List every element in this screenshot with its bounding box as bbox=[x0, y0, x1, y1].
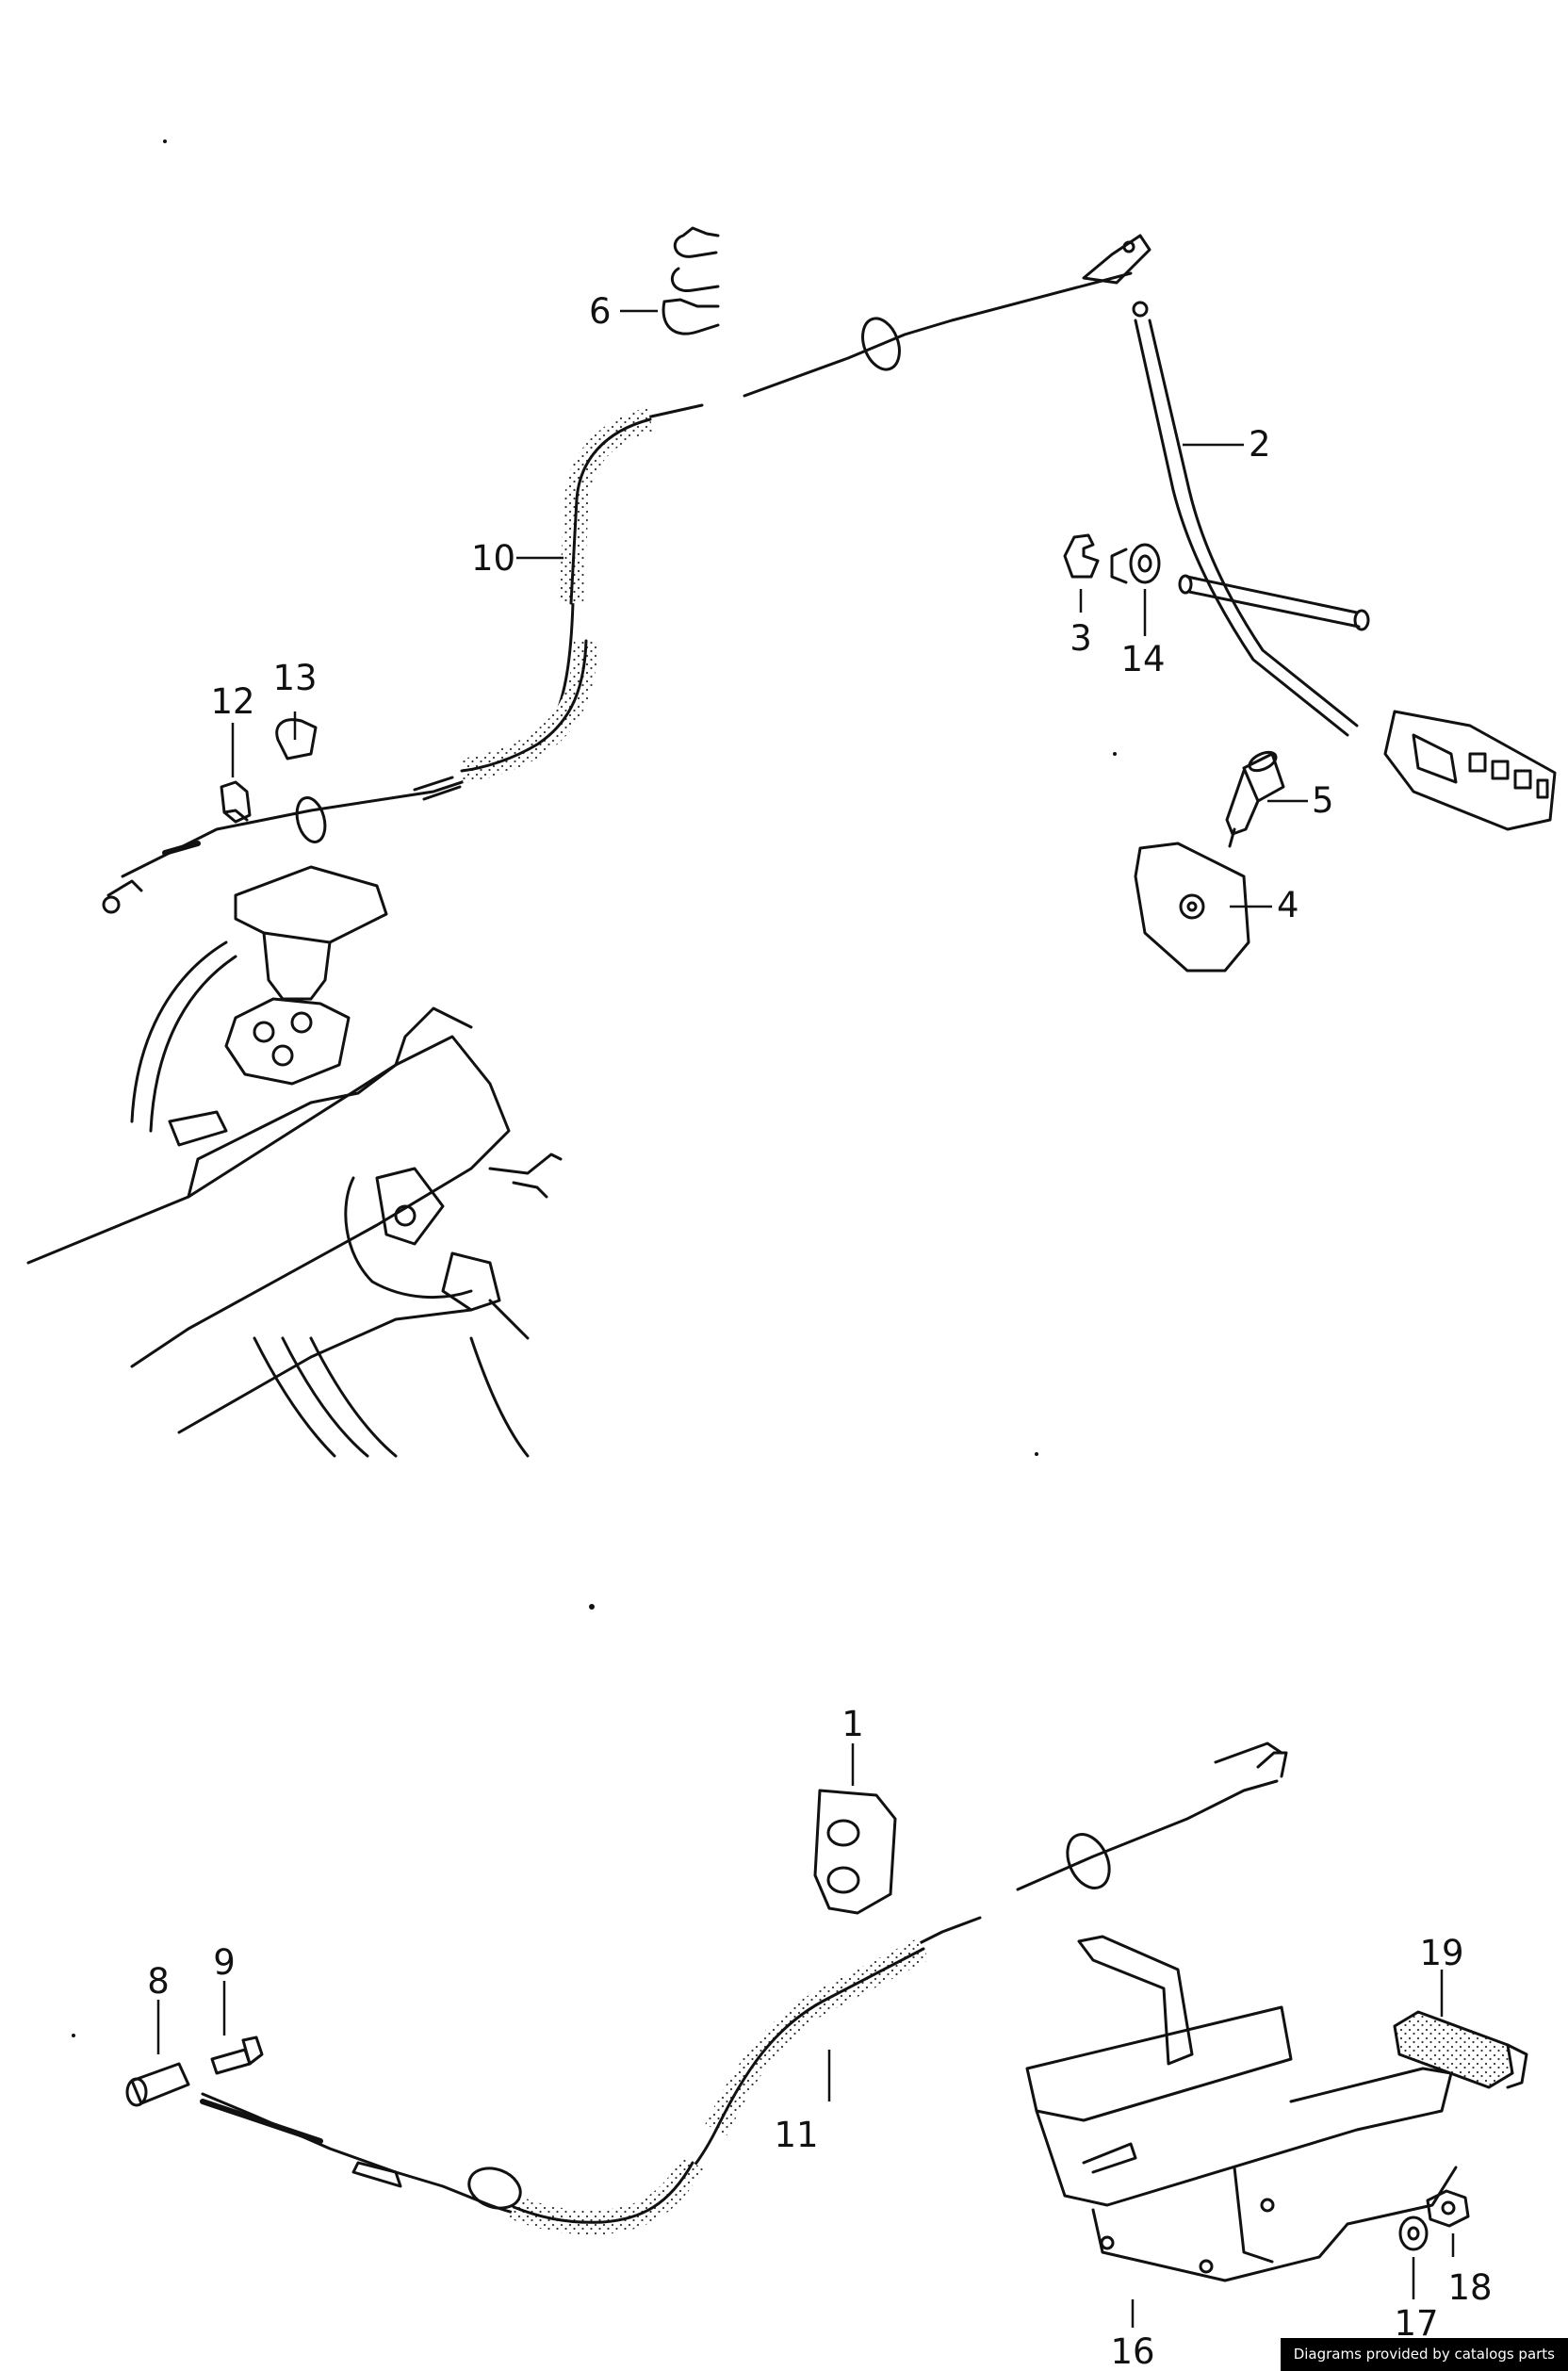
cable-end-eye-lower bbox=[1214, 1741, 1283, 1764]
callout-4: 4 bbox=[1277, 885, 1299, 925]
clip-3 bbox=[1063, 533, 1100, 579]
callout-12: 12 bbox=[210, 681, 254, 722]
callout-1: 1 bbox=[841, 1704, 864, 1744]
mount-flange bbox=[375, 1167, 445, 1246]
cable-clips-6 bbox=[662, 226, 720, 335]
nut-18 bbox=[1426, 2189, 1470, 2228]
callout-18: 18 bbox=[1447, 2267, 1492, 2308]
pedal-lever-2 bbox=[1132, 301, 1557, 831]
cable-11 bbox=[200, 1741, 1288, 2235]
retainer-13 bbox=[275, 718, 318, 760]
callout-8: 8 bbox=[147, 1961, 170, 2002]
leader-lines bbox=[156, 309, 1455, 2328]
engine-cover bbox=[234, 865, 388, 944]
washer-17 bbox=[1398, 2216, 1429, 2251]
callout-11: 11 bbox=[774, 2115, 818, 2155]
cable-10 bbox=[102, 234, 1152, 914]
cable-grommet-lower bbox=[295, 796, 327, 843]
bushing-14 bbox=[1110, 543, 1161, 584]
cable-end-eye bbox=[1082, 234, 1152, 285]
pedal-pad bbox=[1383, 710, 1557, 831]
callout-3: 3 bbox=[1070, 618, 1092, 659]
callout-6: 6 bbox=[589, 291, 612, 332]
callout-9: 9 bbox=[213, 1942, 236, 1983]
callout-17: 17 bbox=[1394, 2303, 1438, 2344]
callout-14: 14 bbox=[1120, 639, 1165, 679]
engine-assembly bbox=[26, 865, 563, 1458]
callout-10: 10 bbox=[471, 538, 515, 579]
bracket-1 bbox=[813, 1789, 897, 1915]
floor-plate-4 bbox=[1134, 842, 1250, 973]
pad-19 bbox=[1393, 2010, 1528, 2089]
sleeve-8 bbox=[125, 2062, 190, 2107]
cable-grommet-11 bbox=[1066, 1833, 1111, 1889]
callout-16: 16 bbox=[1110, 2331, 1154, 2371]
scan-specks bbox=[72, 139, 1117, 2037]
callout-19: 19 bbox=[1419, 1933, 1463, 1973]
callout-labels: 1 2 3 4 5 6 8 9 10 11 12 13 14 16 17 18 … bbox=[147, 291, 1492, 2371]
cable-grommet-upper bbox=[861, 317, 901, 371]
support-bracket-16 bbox=[1025, 1935, 1458, 2282]
bolt-9 bbox=[210, 2036, 264, 2075]
footer-credit: Diagrams provided by catalogs parts bbox=[1280, 2338, 1568, 2371]
callout-13: 13 bbox=[272, 658, 317, 698]
callout-2: 2 bbox=[1249, 424, 1271, 465]
clamp-12 bbox=[220, 780, 252, 824]
callout-5: 5 bbox=[1312, 780, 1334, 821]
cable-grommet-11-lower bbox=[467, 2167, 522, 2210]
stop-screw-5 bbox=[1225, 750, 1285, 848]
